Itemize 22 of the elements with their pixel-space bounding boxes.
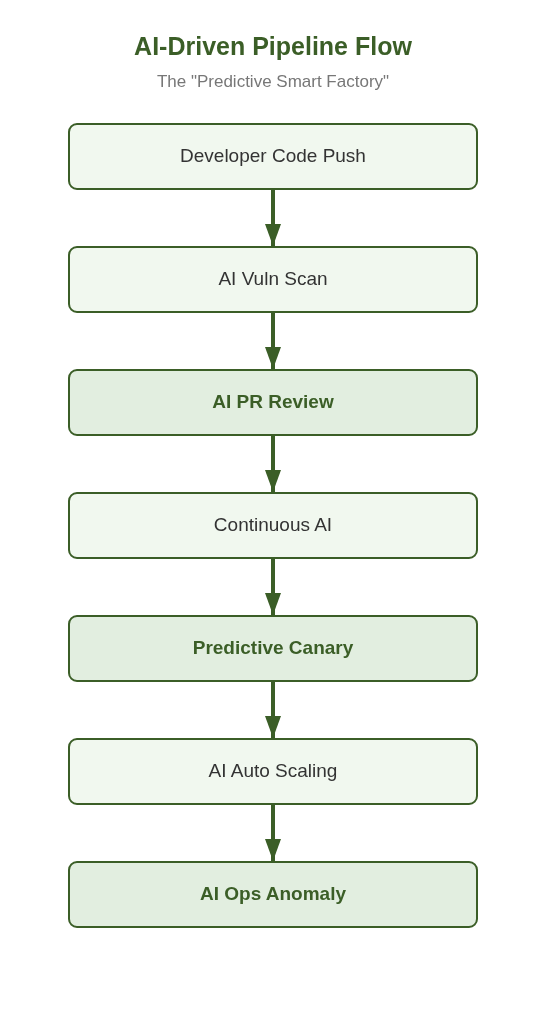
box-label: Predictive Canary — [192, 636, 354, 661]
process-box — [68, 738, 478, 805]
process-box — [68, 246, 478, 313]
arrow — [265, 805, 281, 861]
arrow — [265, 190, 281, 246]
diagram-title: AI-Driven Pipeline Flow — [134, 31, 412, 62]
process-box — [68, 492, 478, 559]
process-box — [68, 615, 478, 682]
process-box — [68, 369, 478, 436]
arrow — [265, 436, 281, 492]
box-label: AI Auto Scaling — [208, 759, 338, 784]
box-label: Continuous AI — [213, 513, 333, 538]
arrow — [265, 313, 281, 369]
arrow — [265, 682, 281, 738]
process-box — [68, 123, 478, 190]
box-label: AI Ops Anomaly — [199, 882, 346, 907]
box-label: Developer Code Push — [180, 144, 366, 169]
box-label: AI Vuln Scan — [218, 267, 328, 292]
box-label: AI PR Review — [212, 390, 334, 415]
process-box — [68, 861, 478, 928]
arrow — [265, 559, 281, 615]
diagram-subtitle: The "Predictive Smart Factory" — [156, 71, 390, 93]
